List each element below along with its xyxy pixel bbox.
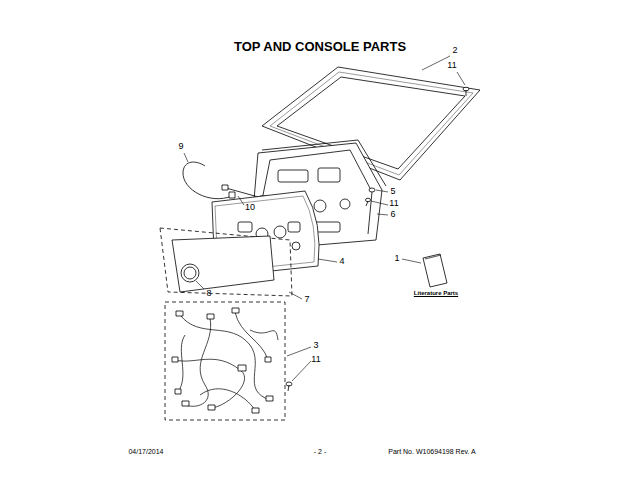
callout-number: 5: [390, 187, 395, 197]
screw: [286, 382, 292, 391]
footer-text: 04/17/2014: [128, 448, 163, 456]
callout-number: 11: [389, 199, 398, 209]
screw: [463, 87, 469, 96]
wire-harness-small: [183, 162, 232, 199]
leader-line: [184, 56, 465, 381]
group-outline: [160, 228, 292, 296]
callout-number: 10: [245, 203, 255, 213]
console-panel: [172, 236, 274, 292]
literature-booklet: [423, 254, 447, 287]
callout-number: 6: [390, 210, 395, 220]
callout-number: 7: [304, 295, 309, 305]
knob: [181, 264, 199, 282]
callout-number: 8: [206, 289, 211, 299]
callout-number: 1: [394, 254, 399, 264]
diagram-title: TOP AND CONSOLE PARTS: [234, 40, 406, 54]
wire-harness: [175, 312, 278, 410]
callout-number: 4: [339, 257, 344, 267]
callout-number: 11: [447, 61, 456, 71]
callout-number: 3: [313, 341, 318, 351]
footer-text: Part No. W10694198 Rev. A: [388, 448, 475, 456]
group-outline: [165, 302, 285, 420]
callout-number: 9: [178, 142, 183, 152]
connector: [229, 192, 235, 198]
footer-text: - 2 -: [314, 448, 326, 456]
connector: [172, 308, 273, 413]
screw: [366, 188, 376, 206]
callout-number: 11: [311, 355, 320, 365]
callout-number: 2: [452, 46, 457, 56]
literature-label: Literature Parts: [414, 290, 458, 297]
